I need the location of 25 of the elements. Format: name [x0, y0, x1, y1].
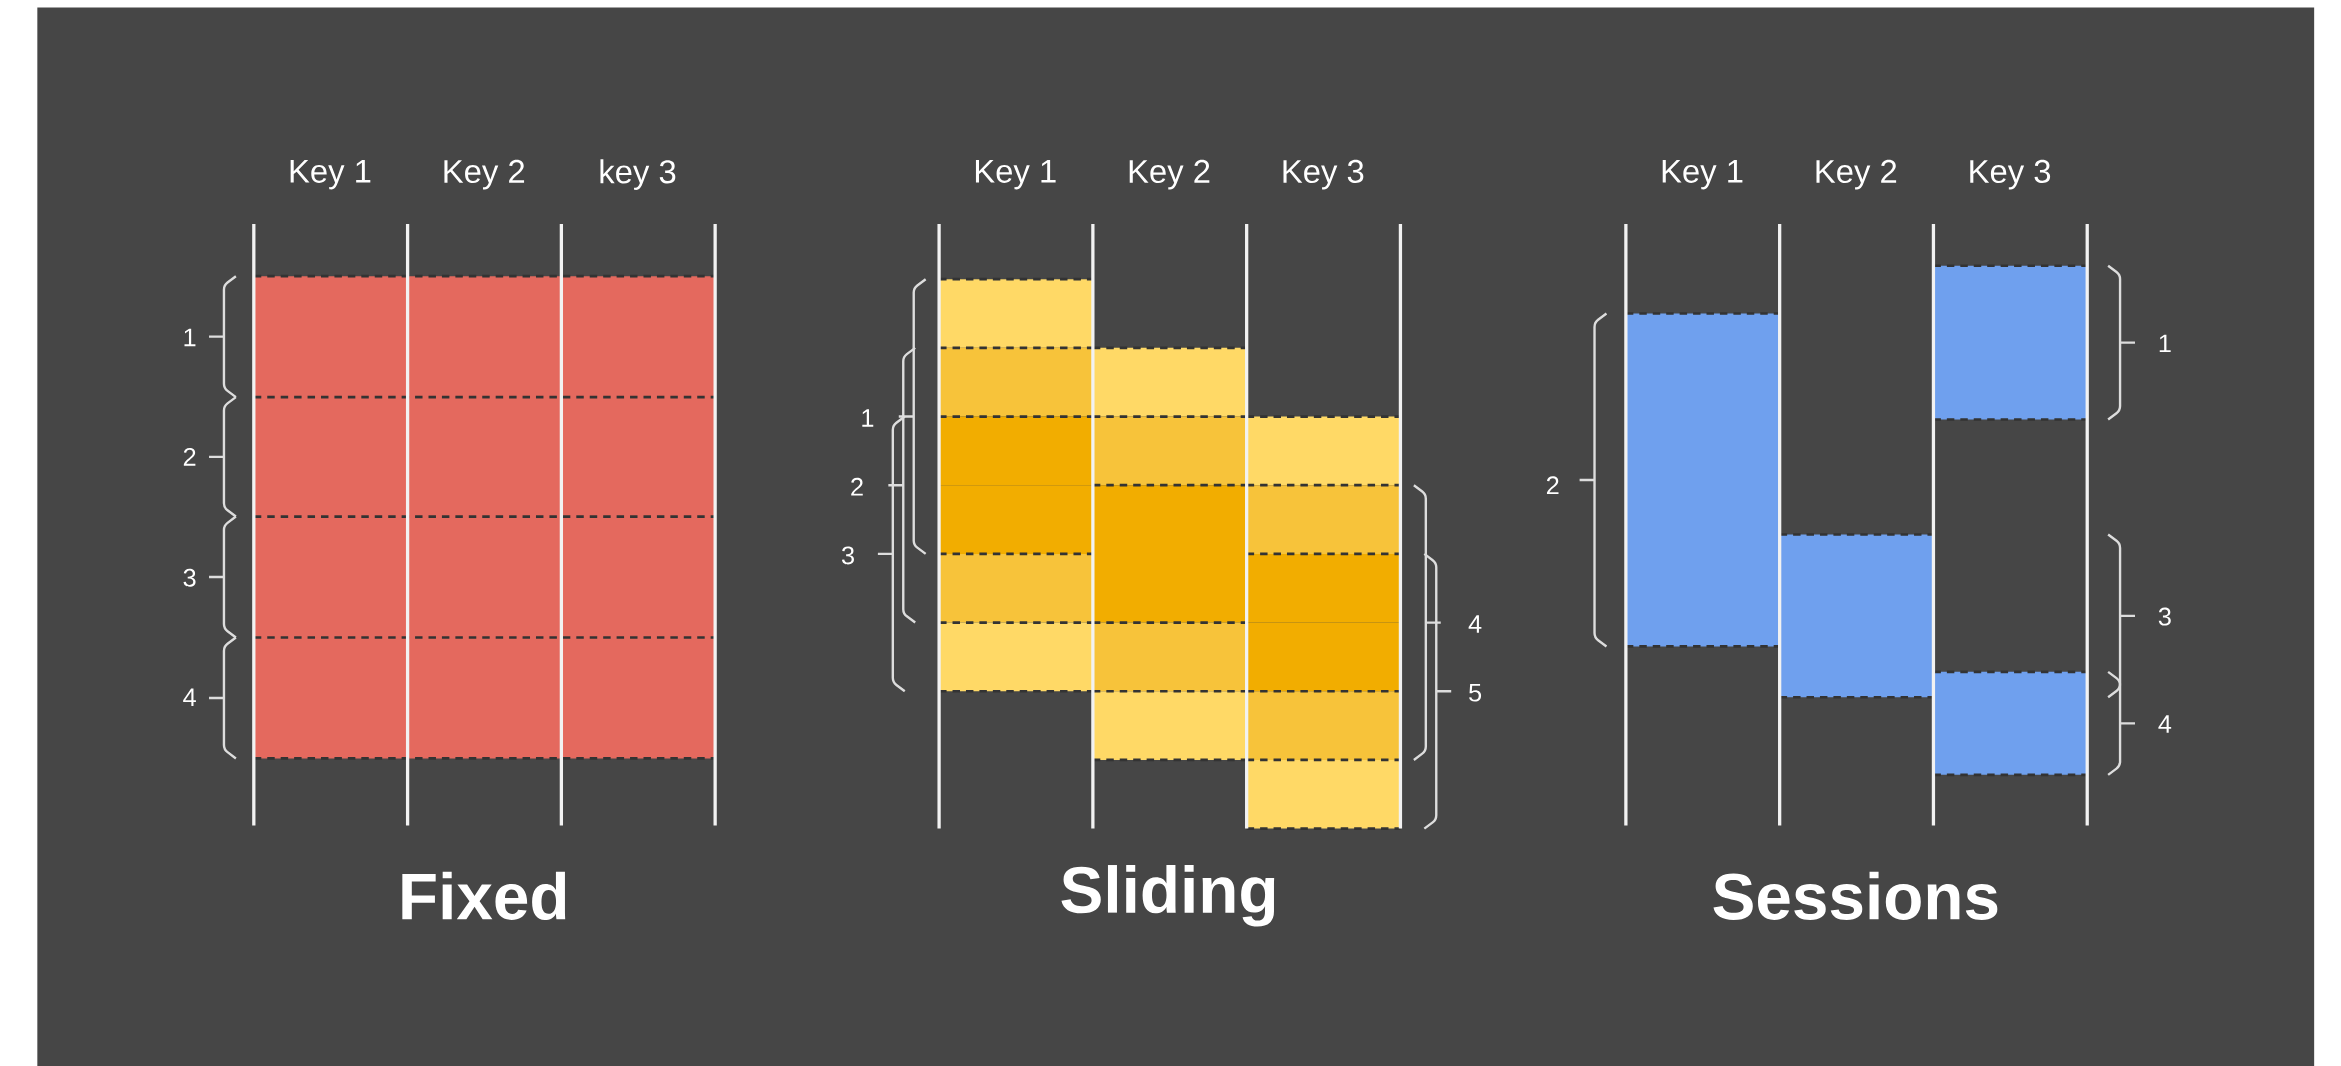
- column-header: Key 3: [1283, 159, 1364, 190]
- window-number: 3: [841, 546, 854, 565]
- column-header: Key 1: [975, 159, 1056, 190]
- panel-title: Sessions: [1713, 871, 1998, 920]
- window-number: 4: [183, 688, 196, 706]
- window-number: 2: [851, 477, 863, 496]
- column-header: Key 1: [1662, 159, 1743, 190]
- window-number: 1: [862, 409, 874, 427]
- window-number: 2: [183, 448, 196, 466]
- column-header: key 3: [600, 159, 676, 190]
- window-number: 1: [2159, 334, 2171, 353]
- window-number: 4: [2158, 715, 2172, 733]
- window-number: 2: [1546, 476, 1559, 495]
- column-header: Key 2: [1129, 159, 1210, 190]
- window-number: 5: [1469, 683, 1482, 702]
- window-number: 1: [184, 328, 196, 347]
- column-header: Key 3: [1970, 159, 2051, 190]
- column-header: Key 1: [290, 159, 371, 190]
- column-header: Key 2: [444, 159, 525, 190]
- panel-title: Fixed: [402, 871, 566, 920]
- window-number: 3: [2158, 607, 2171, 626]
- panel-title: Sliding: [1061, 865, 1275, 927]
- column-header: Key 2: [1816, 159, 1897, 190]
- window-number: 3: [183, 568, 196, 587]
- window-number: 4: [1468, 615, 1482, 633]
